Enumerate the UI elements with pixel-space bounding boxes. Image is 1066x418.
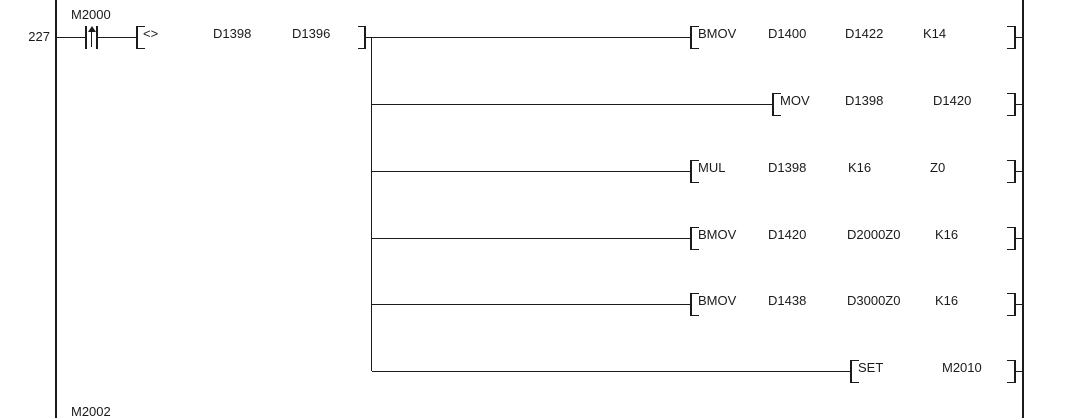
compare-operand: D1396 [292,26,331,41]
wire [372,37,690,38]
bracket-segment [692,227,699,228]
bracket-segment [364,26,366,49]
bracket-segment [1014,293,1016,316]
bracket-segment [358,26,365,27]
bracket-segment [852,360,859,361]
bracket-segment [1007,360,1014,361]
bracket-segment [1007,48,1014,49]
bracket-segment [850,360,852,383]
instruction-operand: D1422 [845,26,884,41]
instruction-mnemonic: BMOV [698,227,737,242]
instruction-operand: D2000Z0 [847,227,901,242]
wire [1016,37,1022,38]
wire [98,37,136,38]
instruction-operand: K16 [935,227,959,242]
bracket-segment [1007,26,1014,27]
wire [372,304,690,305]
compare-operator: <> [143,26,159,41]
right-power-rail [1022,0,1024,418]
wire [366,37,372,38]
contact-bar [96,26,98,49]
bracket-segment [1007,227,1014,228]
bracket-segment [690,293,692,316]
bracket-segment [692,48,699,49]
instruction-operand: D1420 [933,93,972,108]
wire [1016,171,1022,172]
bracket-segment [1007,93,1014,94]
contact-bar [85,26,87,49]
bracket-segment [772,93,774,116]
instruction-mnemonic: MOV [780,93,810,108]
bracket-segment [358,48,365,49]
wire [1016,371,1022,372]
bracket-segment [690,160,692,183]
bracket-segment [692,315,699,316]
instruction-mnemonic: BMOV [698,26,737,41]
bracket-segment [852,382,859,383]
instruction-mnemonic: MUL [698,160,726,175]
bracket-segment [692,160,699,161]
bracket-segment [1014,93,1016,116]
bracket-segment [1007,249,1014,250]
next-rung-contact-label: M2002 [71,404,111,418]
instruction-operand: D1398 [768,160,807,175]
instruction-operand: D3000Z0 [847,293,901,308]
bracket-segment [692,249,699,250]
bracket-segment [774,93,781,94]
bracket-segment [692,293,699,294]
instruction-operand: D1398 [845,93,884,108]
wire [372,171,690,172]
rung-number: 227 [28,29,50,44]
instruction-operand: K16 [848,160,872,175]
instruction-mnemonic: SET [858,360,884,375]
instruction-operand: D1438 [768,293,807,308]
bracket-segment [774,115,781,116]
wire [1016,304,1022,305]
bracket-segment [1007,382,1014,383]
bracket-segment [692,182,699,183]
bracket-segment [1014,360,1016,383]
bracket-segment [1014,160,1016,183]
up-arrow-icon [88,26,96,32]
wire [372,371,850,372]
bracket-segment [1007,315,1014,316]
left-power-rail [55,0,57,418]
bracket-segment [138,48,145,49]
instruction-operand: D1420 [768,227,807,242]
bracket-segment [690,227,692,250]
wire [1016,104,1022,105]
instruction-mnemonic: BMOV [698,293,737,308]
bracket-segment [1007,293,1014,294]
branch-trunk-wire [371,37,372,371]
bracket-segment [1007,182,1014,183]
bracket-segment [1007,160,1014,161]
contact-label: M2000 [71,7,111,22]
wire [372,104,772,105]
instruction-operand: D1400 [768,26,807,41]
bracket-segment [1014,227,1016,250]
instruction-operand: Z0 [930,160,946,175]
up-arrow-icon [91,31,92,47]
bracket-segment [692,26,699,27]
instruction-operand: M2010 [942,360,982,375]
bracket-segment [1007,115,1014,116]
instruction-operand: K14 [923,26,947,41]
bracket-segment [1014,26,1016,49]
instruction-operand: K16 [935,293,959,308]
wire [1016,238,1022,239]
bracket-segment [690,26,692,49]
bracket-segment [136,26,138,49]
wire [372,238,690,239]
bracket-segment [138,26,145,27]
compare-operand: D1398 [213,26,252,41]
wire [57,37,85,38]
